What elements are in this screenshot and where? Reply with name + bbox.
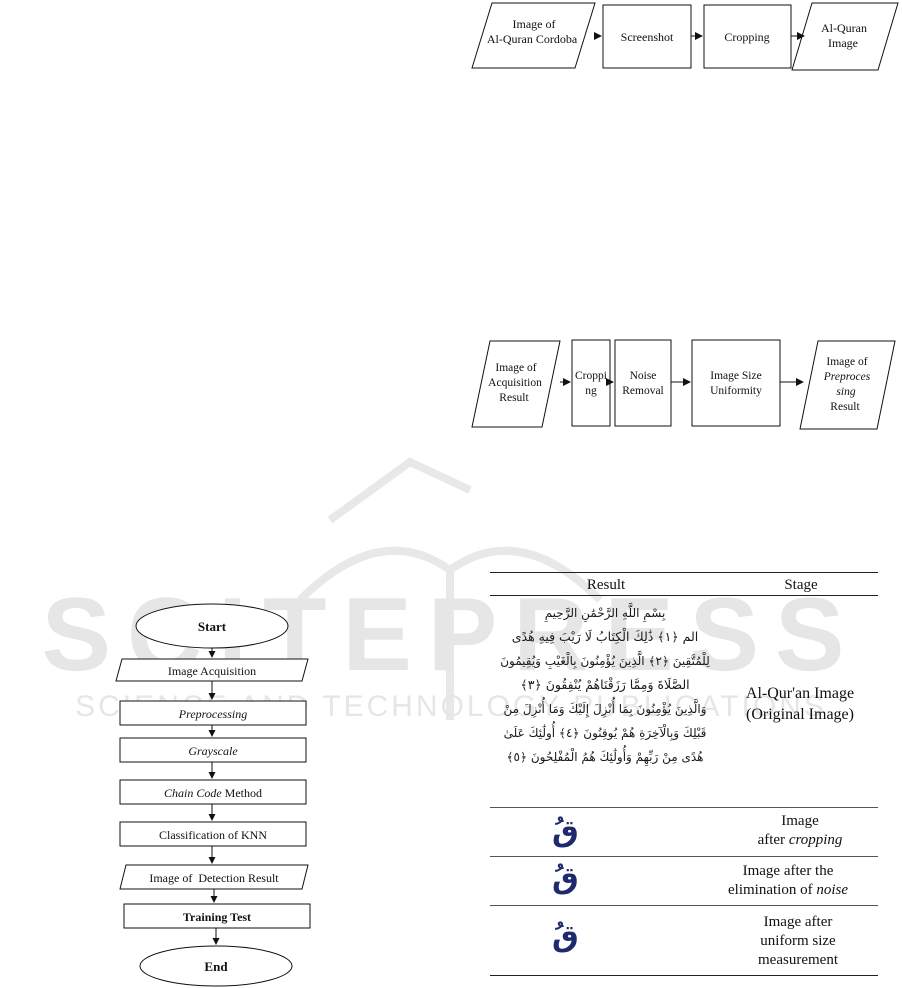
stage-uniform-size: Image after uniform size measurement: [718, 913, 878, 970]
preprocessing-diagram: Image of Acquisition Result Croppi ng No…: [471, 339, 896, 430]
table-row-rule: [490, 807, 878, 808]
label-m3-line1: Noise: [630, 370, 657, 382]
flow-end: [139, 945, 293, 987]
label-node-3: Cropping: [724, 30, 769, 44]
label-node-1-line2: Al-Quran Cordoba: [487, 32, 578, 46]
flow-step-4-italic: Chain Code: [164, 786, 222, 800]
arabic-original-image: بِسْمِ اللَّهِ الرَّحْمَٰنِ الرَّحِيمِ ا…: [494, 601, 716, 769]
glyph-after-uniform-size: قُ: [552, 919, 579, 954]
label-m1-line1: Image of: [495, 362, 536, 374]
label-m3-line2: Removal: [622, 385, 664, 397]
flow-step-3-label: Grayscale: [188, 744, 238, 758]
label-node-4-line1: Al-Quran: [821, 21, 867, 35]
label-m1-line3: Result: [499, 392, 529, 404]
label-m2-line2: ng: [585, 385, 597, 397]
flow-step-7-label: Training Test: [183, 910, 251, 924]
node-image-of-preprocessing-result: [799, 340, 896, 430]
arabic-line: وَالَّذِينَ يُؤْمِنُونَ بِمَا أُنْزِلَ إ…: [503, 702, 707, 716]
table-header-result: Result: [586, 577, 626, 593]
node-image-of-al-quran-cordoba: [471, 2, 596, 69]
flow-chain-code: [119, 779, 307, 805]
flow-step-2-label: Preprocessing: [178, 707, 247, 721]
arabic-line: الم ﴿١﴾ ذَٰلِكَ الْكِتَابُ لَا رَيْبَ فِ…: [511, 629, 699, 644]
stage-uniform-line3: measurement: [758, 952, 838, 968]
flow-knn: [119, 821, 307, 847]
flow-step-4-suffix: Method: [222, 786, 262, 800]
flow-step-1-label: Image Acquisition: [168, 664, 256, 678]
stage-cropping-italic: cropping: [788, 832, 843, 848]
glyph-after-noise-removal: قُ: [552, 861, 579, 896]
flow-preprocessing: [119, 700, 307, 726]
stage-noise-line1: Image after the: [742, 863, 834, 879]
flow-step-4-label: Chain Code Method: [164, 786, 262, 800]
label-m5-line1: Image of: [826, 356, 867, 368]
stage-uniform-line2: uniform size: [760, 933, 836, 949]
label-m1-line2: Acquisition: [488, 377, 542, 389]
stage-noise-line2: elimination of noise: [708, 881, 868, 900]
node-cropping: [703, 4, 792, 69]
flow-end-label: End: [204, 959, 228, 974]
table-row-rule: [490, 905, 878, 906]
label-node-4-line2: Image: [828, 36, 858, 50]
label-m2-line1: Croppi: [575, 370, 607, 382]
node-noise-removal: [614, 339, 672, 427]
label-m4-line1: Image Size: [710, 370, 761, 382]
flow-start-label: Start: [198, 619, 227, 634]
node-cropping-2: [571, 339, 611, 427]
flow-step-5-label: Classification of KNN: [159, 828, 267, 842]
table-bottom-rule: [490, 975, 878, 976]
table-top-rule: [490, 572, 878, 573]
node-image-of-acquisition-result: [471, 340, 561, 428]
acquisition-diagram: Image of Al-Quran Cordoba Screenshot Cro…: [471, 2, 899, 71]
node-screenshot: [602, 4, 692, 69]
stage-cropping-line2-text: after: [757, 832, 789, 848]
label-node-2: Screenshot: [621, 30, 674, 44]
table-header-rule: [490, 595, 878, 596]
arabic-line: بِسْمِ اللَّهِ الرَّحْمَٰنِ الرَّحِيمِ: [544, 606, 666, 620]
label-m5-line4: Result: [830, 401, 860, 413]
node-image-size-uniformity: [691, 339, 781, 427]
label-node-1-line1: Image of: [513, 17, 556, 31]
stage-cropping: Image after cropping: [700, 812, 900, 850]
table-row-rule: [490, 856, 878, 857]
flow-training-test: [123, 903, 311, 929]
table-header-stage: Stage: [784, 577, 818, 593]
arabic-line: قَبْلِكَ وَبِالْآخِرَةِ هُمْ يُوقِنُونَ …: [503, 726, 707, 740]
arabic-line: الصَّلَاةَ وَمِمَّا رَزَقْنَاهُمْ يُنْفِ…: [520, 677, 690, 692]
stage-noise-italic: noise: [816, 882, 848, 898]
stage-noise: Image after the elimination of noise: [708, 862, 868, 900]
stage-original-line1: Al-Qur'an Image: [745, 685, 855, 702]
flow-image-acquisition: [115, 658, 309, 682]
stage-uniform-line1: Image after: [763, 914, 833, 930]
method-flowchart: Start Image Acquisition Preprocessing Gr…: [115, 603, 311, 987]
book-watermark-icon: [297, 457, 603, 720]
stage-original: Al-Qur'an Image (Original Image): [720, 683, 880, 725]
label-m5-line2: Preproces: [823, 371, 871, 383]
arabic-line: هُدًى مِنْ رَبِّهِمْ وَأُولَٰئِكَ هُمُ ا…: [506, 750, 704, 764]
flow-detection-result: [119, 864, 309, 890]
stage-original-line2: (Original Image): [746, 706, 854, 723]
glyph-after-cropping: قُ: [552, 814, 579, 849]
flow-step-6-label: Image of Detection Result: [149, 871, 279, 885]
label-m4-line2: Uniformity: [710, 385, 762, 397]
stage-noise-line2-text: elimination of: [728, 882, 817, 898]
arabic-line: لِلْمُتَّقِينَ ﴿٢﴾ الَّذِينَ يُؤْمِنُونَ…: [500, 654, 710, 668]
stage-cropping-line2: after cropping: [700, 831, 900, 850]
node-al-quran-image: [791, 2, 899, 71]
label-m5-line3: sing: [836, 386, 855, 398]
flow-grayscale: [119, 737, 307, 763]
stage-cropping-line1: Image: [781, 813, 819, 829]
